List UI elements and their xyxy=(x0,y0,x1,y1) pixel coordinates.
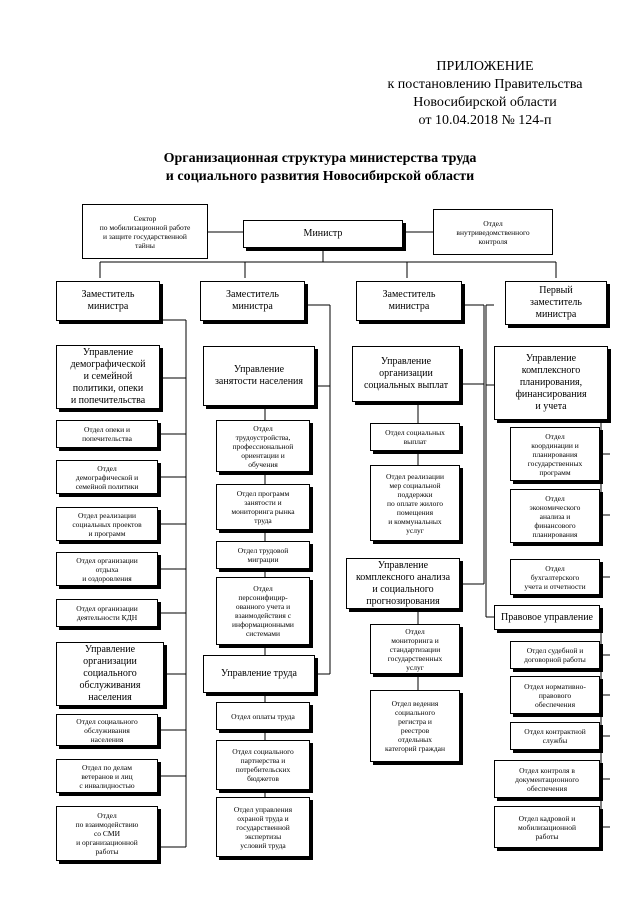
div-contract-box: Отдел контрактной службы xyxy=(510,722,600,750)
div-wages-box: Отдел оплаты труда xyxy=(216,702,310,730)
header-line-3: Новосибирской области xyxy=(413,95,557,110)
dept-employment-box: Управление занятости населения xyxy=(203,346,315,406)
div-safety-box: Отдел управления охраной труда и государ… xyxy=(216,797,310,857)
div-support-box: Отдел реализации мер социальной поддержк… xyxy=(370,465,460,541)
dept-social-service-box: Управление организации социального обслу… xyxy=(56,642,164,706)
title-line-1: Организационная структура министерства т… xyxy=(163,151,477,166)
div-normative-box: Отдел нормативно- правового обеспечения xyxy=(510,676,600,714)
header-line-1: ПРИЛОЖЕНИЕ xyxy=(436,59,534,74)
div-coordination-box: Отдел координации и планирования государ… xyxy=(510,427,600,481)
div-social-service-box: Отдел социального обслуживания населения xyxy=(56,714,158,746)
dept-payments-box: Управление организации социальных выплат xyxy=(352,346,460,402)
header-line-4: от 10.04.2018 № 124-п xyxy=(418,113,552,128)
dept-labor-box: Управление труда xyxy=(203,655,315,693)
div-docs-box: Отдел контроля в документационного обесп… xyxy=(494,760,600,798)
col2-deputy-box: Заместитель министра xyxy=(200,281,305,321)
dept-analysis-box: Управление комплексного анализа и социал… xyxy=(346,558,460,609)
col4-deputy-box: Первый заместитель министра xyxy=(505,281,607,325)
div-media-box: Отдел по взаимодействию со СМИ и организ… xyxy=(56,806,158,861)
div-veterans-box: Отдел по делам ветеранов и лиц с инвалид… xyxy=(56,759,158,793)
div-personnel-box: Отдел кадровой и мобилизационной работы xyxy=(494,806,600,848)
dept-legal-box: Правовое управление xyxy=(494,605,600,630)
div-economics-box: Отдел экономического анализа и финансово… xyxy=(510,489,600,543)
div-migration-box: Отдел трудовой миграции xyxy=(216,541,310,569)
div-employment-box: Отдел трудоустройства, профессиональной … xyxy=(216,420,310,472)
internal-control-box: Отдел внутриведомственного контроля xyxy=(433,209,553,255)
dept-demography-box: Управление демографической и семейной по… xyxy=(56,345,160,409)
div-payments-box: Отдел социальных выплат xyxy=(370,423,460,451)
page-title: Организационная структура министерства т… xyxy=(120,150,520,186)
div-kdn-box: Отдел организации деятельности КДН xyxy=(56,599,158,627)
div-register-box: Отдел ведения социального регистра и рее… xyxy=(370,690,460,762)
div-projects-box: Отдел реализации социальных проектов и п… xyxy=(56,507,158,541)
div-accounting-box: Отдел бухгалтерского учета и отчетности xyxy=(510,559,600,595)
sector-mobilization-box: Сектор по мобилизационной работе и защит… xyxy=(82,204,208,259)
div-personified-box: Отдел персонифицир- ованного учета и вза… xyxy=(216,577,310,645)
dept-planning-box: Управление комплексного планирования, фи… xyxy=(494,346,608,420)
minister-box: Министр xyxy=(243,220,403,248)
div-judicial-box: Отдел судебной и договорной работы xyxy=(510,641,600,669)
div-programs-box: Отдел программ занятости и мониторинга р… xyxy=(216,484,310,530)
div-partnership-box: Отдел социального партнерства и потребит… xyxy=(216,740,310,790)
div-monitoring-box: Отдел мониторинга и стандартизации госуд… xyxy=(370,624,460,674)
div-guardianship-box: Отдел опеки и попечительства xyxy=(56,420,158,448)
title-line-2: и социального развития Новосибирской обл… xyxy=(165,169,475,184)
col3-deputy-box: Заместитель министра xyxy=(356,281,462,321)
col1-deputy-box: Заместитель министра xyxy=(56,281,160,321)
div-recreation-box: Отдел организации отдыха и оздоровления xyxy=(56,552,158,586)
header-line-2: к постановлению Правительства xyxy=(387,77,583,92)
div-demography-box: Отдел демографической и семейной политик… xyxy=(56,460,158,494)
approval-header: ПРИЛОЖЕНИЕ к постановлению Правительства… xyxy=(360,58,610,130)
